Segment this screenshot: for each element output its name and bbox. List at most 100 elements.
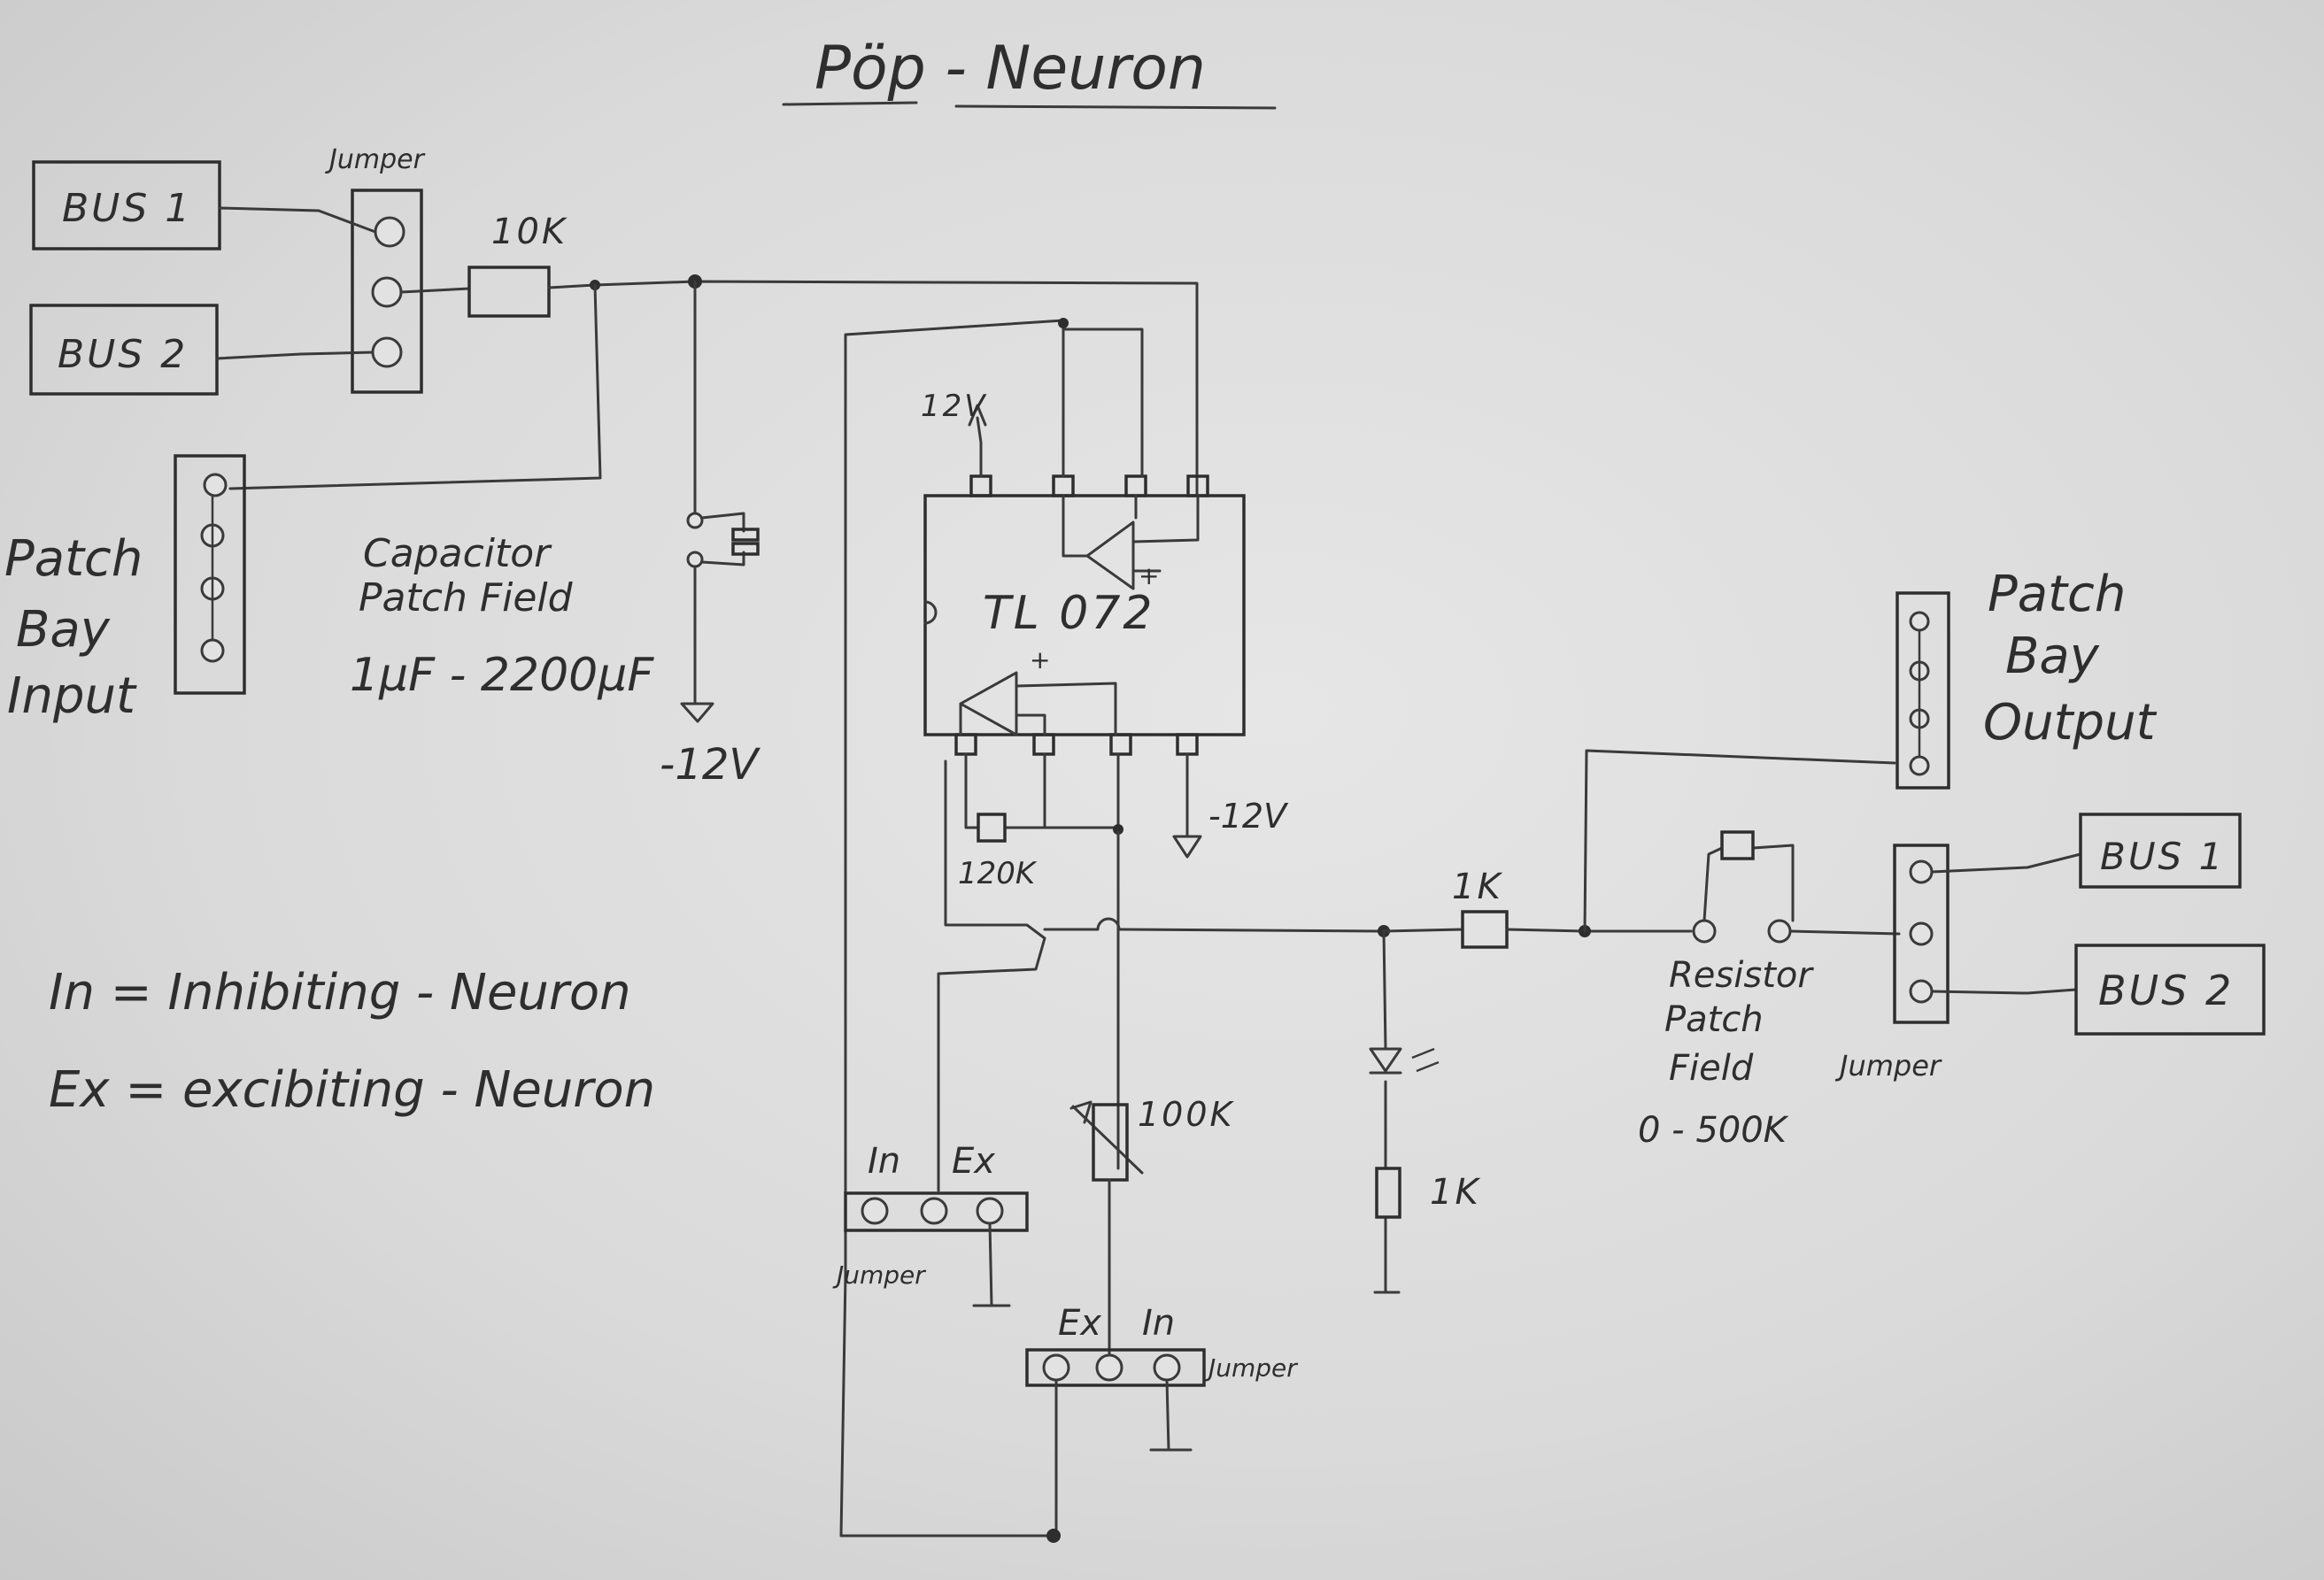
wire-bus2-jumper (215, 351, 374, 360)
jumper-b-pin-ex (1042, 1353, 1070, 1382)
legend-inhibiting: In = Inhibiting - Neuron (49, 964, 631, 1021)
opamp-b-plus: + (1139, 561, 1159, 590)
svg-text:BUS 1: BUS 1 (62, 186, 192, 231)
svg-text:Capacitor: Capacitor (363, 531, 552, 576)
svg-text:Patch Field: Patch Field (359, 575, 574, 620)
svg-text:Patch: Patch (1664, 999, 1764, 1040)
svg-text:Bay: Bay (2005, 628, 2100, 685)
wire-jumper-bus1-right (1930, 852, 2082, 874)
opamp-b-wiring (1062, 494, 1200, 573)
svg-text:Bay: Bay (16, 601, 111, 659)
svg-text:0 - 500K: 0 - 500K (1638, 1110, 1789, 1151)
resistor-1k-series-label: 1K (1452, 867, 1503, 907)
wire-pos12v (976, 416, 983, 478)
svg-text:Patch: Patch (4, 530, 143, 588)
right-jumper-block (1893, 844, 1950, 1024)
capacitor-symbol-bottom (731, 542, 760, 556)
led-emission-marks (1411, 1047, 1440, 1073)
wire-led-branch (1382, 929, 1387, 1294)
jumper-a-ground (972, 1222, 1011, 1307)
jumper-b-block (1025, 1348, 1206, 1387)
jumper-b-pin-in (1153, 1353, 1181, 1382)
legend-exciting: Ex = excibiting - Neuron (49, 1061, 655, 1119)
wire-pin6-loop (1062, 328, 1144, 478)
capacitor-patch-field-label: Capacitor Patch Field 1µF - 2200µF (350, 531, 654, 702)
wire-jumper-10k (399, 287, 471, 294)
left-jumper-pin-1 (374, 216, 405, 248)
opamp-a-wiring (959, 682, 1117, 736)
junction-c (1058, 318, 1069, 328)
tl072-label: TL 072 (983, 587, 1155, 640)
resistor-10k-label: 10K (491, 212, 567, 252)
resistor-120k (977, 813, 1007, 843)
jumper-a-block (844, 1191, 1029, 1232)
resistor-field-wires (1702, 844, 1795, 922)
wire-to-patch-bay-output (1583, 749, 1896, 933)
tl072-pin-7 (1052, 474, 1075, 497)
ground-arrow-neg12-right (1172, 835, 1202, 859)
svg-text:1µF - 2200µF: 1µF - 2200µF (350, 649, 654, 702)
patch-bay-input-block (174, 454, 246, 695)
jumper-b-in-label: In (1142, 1303, 1175, 1344)
resistor-field-pin-1 (1692, 919, 1717, 944)
svg-text:BUS 2: BUS 2 (58, 332, 188, 377)
wire-input-node (547, 280, 1199, 496)
neg12v-right-label: -12V (1208, 797, 1289, 836)
tl072-pin-6 (1124, 474, 1147, 497)
patch-bay-output-label: Patch Bay Output (1983, 566, 2158, 751)
bus2-right-box: BUS 2 (2074, 944, 2266, 1036)
tl072-pin-4 (1176, 733, 1199, 756)
svg-text:Patch: Patch (1988, 566, 2126, 623)
bus2-left-box: BUS 2 (29, 304, 219, 396)
patch-bay-output-pin-1 (1909, 611, 1930, 632)
svg-text:BUS 1: BUS 1 (2100, 835, 2225, 878)
jumper-a-ex-label: Ex (952, 1141, 995, 1182)
resistor-120k-label: 120K (958, 856, 1038, 891)
jumper-a-pin-common (920, 1197, 948, 1225)
svg-text:Output: Output (1983, 694, 2158, 751)
wire-outer-feedback-loop (839, 319, 1065, 1538)
resistor-field-pin-2 (1767, 919, 1792, 944)
jumper-b-label: Jumper (1204, 1353, 1298, 1383)
bus1-left-box: BUS 1 (32, 160, 221, 250)
tl072-pin-1 (954, 733, 977, 756)
potentiometer-100k-label: 100K (1138, 1095, 1235, 1134)
tl072-notch (923, 600, 938, 625)
wire-to-resistor-field (1505, 928, 1693, 933)
opamp-a-triangle (959, 671, 1018, 736)
wire-patch-bay-input (228, 283, 602, 490)
right-jumper-pin-2 (1909, 921, 1934, 946)
resistor-10k (467, 266, 551, 318)
title-underline-right (954, 104, 1277, 110)
junction-g (1046, 1529, 1061, 1543)
diagram-title: Pöp - Neuron (815, 34, 1206, 104)
jumper-a-pin-in (861, 1197, 889, 1225)
patch-bay-output-pin-4 (1909, 755, 1930, 776)
right-jumper-pin-3 (1909, 979, 1934, 1004)
pos12v-arrow (968, 404, 987, 427)
left-jumper-pin-2 (371, 276, 403, 308)
resistor-1k-series (1461, 910, 1509, 949)
jumper-b-pin-common (1095, 1353, 1123, 1382)
jumper-a-in-label: In (868, 1141, 900, 1182)
led-symbol (1369, 1047, 1402, 1075)
bus1-right-box: BUS 1 (2079, 813, 2242, 889)
jumper-b-ground (1149, 1378, 1193, 1452)
resistor-patch-field-label: Resistor Patch Field 0 - 500K (1638, 955, 1814, 1151)
pot-wiper (1071, 1105, 1144, 1175)
jumper-a-label: Jumper (832, 1260, 926, 1290)
junction-d (1113, 824, 1123, 835)
tl072-pin-2 (1032, 733, 1055, 756)
resistor-field-symbol (1720, 830, 1755, 860)
pos12v-label: 12V (921, 389, 988, 424)
wire-opamp-output (1043, 917, 1383, 933)
patch-bay-output-block (1895, 591, 1950, 790)
tl072-pin-8 (969, 474, 992, 497)
tl072-pin-3 (1109, 733, 1132, 756)
capacitor-symbol-top (731, 528, 760, 542)
patch-bay-input-pin-4 (200, 638, 225, 663)
svg-text:BUS 2: BUS 2 (2098, 967, 2234, 1014)
cap-field-pin-2 (686, 551, 704, 568)
svg-text:Resistor: Resistor (1669, 955, 1814, 996)
